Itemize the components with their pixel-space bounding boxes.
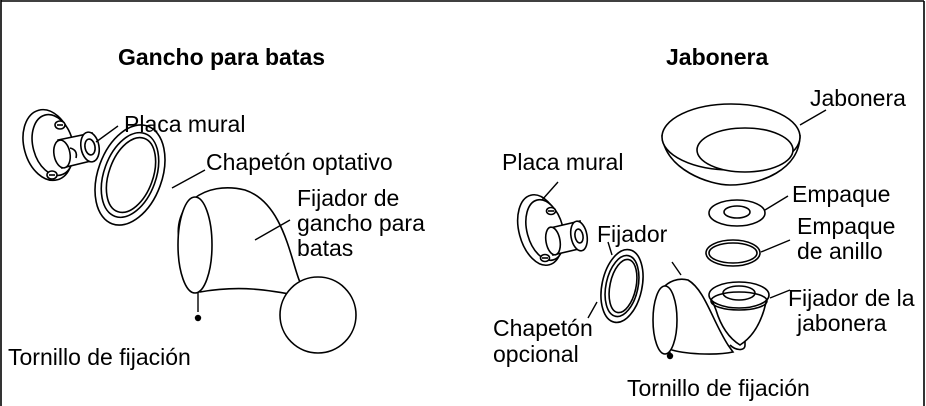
label-soap-ring-gasket-line2: de anillo: [797, 238, 883, 264]
label-robe-fixture-line2: gancho para: [297, 210, 425, 236]
leader-soap-dish-holder: [770, 290, 790, 298]
soap-dish-wall-plate: [510, 190, 589, 270]
soap-dish-holder: [709, 282, 769, 345]
leader-soap-dish: [800, 110, 826, 125]
label-robe-wall-plate: Placa mural: [124, 111, 246, 137]
label-soap-escutcheon-line1: Chapetón: [493, 315, 593, 341]
soap-dish-escutcheon: [595, 246, 650, 327]
label-robe-fixture-line1: Fijador de: [297, 185, 400, 211]
label-soap-dish: Jabonera: [810, 85, 906, 111]
leader-soap-escutcheon-fixador: [608, 242, 612, 255]
leader-soap-gasket: [765, 196, 788, 210]
leader-soap-wall-plate: [542, 182, 558, 200]
robe-hook-wall-plate: [16, 104, 102, 186]
label-soap-wall-plate: Placa mural: [502, 149, 624, 175]
label-soap-dish-holder-line2: jabonera: [797, 310, 887, 336]
robe-hook-title: Gancho para batas: [118, 44, 326, 70]
soap-dish-ring-gasket: [706, 240, 760, 266]
soap-dish-title: Jabonera: [666, 44, 769, 70]
leader-robe-wall-plate: [96, 126, 118, 142]
leader-soap-fixture: [672, 262, 681, 275]
label-soap-fixture: Fijador: [597, 221, 668, 247]
label-robe-fixture-line3: batas: [297, 235, 354, 261]
leader-soap-escutcheon: [588, 302, 597, 318]
robe-hook-set-screw-dot: [194, 314, 202, 322]
robe-hook-escutcheon: [82, 115, 178, 235]
leader-robe-escutcheon: [172, 170, 205, 188]
soap-dish-set-screw-dot: [666, 352, 674, 360]
label-robe-escutcheon: Chapetón optativo: [206, 149, 393, 175]
leader-soap-ring-gasket: [761, 240, 790, 252]
label-robe-set-screw: Tornillo de fijación: [8, 344, 191, 370]
label-soap-dish-holder-line1: Fijador de la: [788, 285, 915, 311]
robe-hook-fixture: [178, 188, 356, 353]
label-soap-escutcheon-line2: opcional: [493, 341, 579, 367]
label-soap-set-screw: Tornillo de fijación: [627, 375, 810, 401]
label-soap-ring-gasket-line1: Empaque: [797, 213, 896, 239]
soap-dish-dish: [662, 104, 800, 185]
soap-dish-fixture: [653, 279, 745, 354]
label-soap-gasket: Empaque: [792, 181, 891, 207]
soap-dish-gasket: [709, 200, 765, 226]
leader-robe-fixture: [255, 220, 290, 240]
